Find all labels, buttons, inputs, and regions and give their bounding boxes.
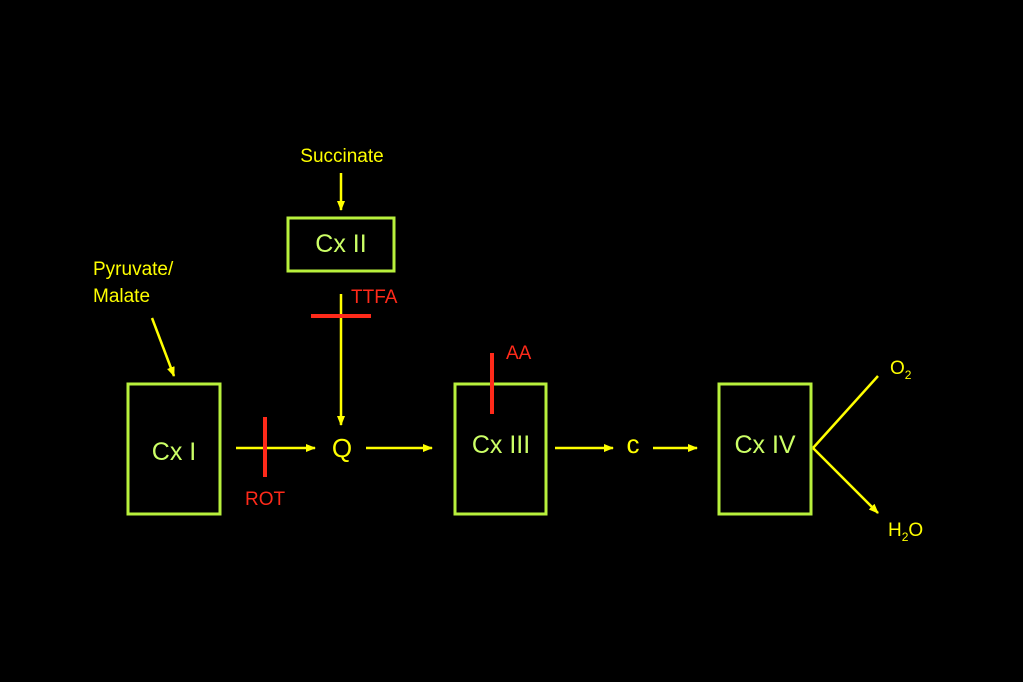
pyruvate-label-line2: Malate — [93, 286, 150, 307]
complex-2-label: Cx II — [315, 230, 366, 258]
o2-label: O2 — [890, 358, 912, 382]
complex-3-box — [453, 382, 548, 516]
h2o-subscript: 2 — [902, 530, 909, 544]
pyruvate-label-line1: Pyruvate/ — [93, 259, 174, 280]
cx4-to-h2o-arrow — [812, 447, 879, 514]
h2o-o: O — [908, 520, 923, 541]
h2o-label: H2O — [888, 520, 923, 544]
cytochrome-c-label: c — [627, 429, 640, 459]
complex-3-label: Cx III — [472, 431, 530, 459]
complex-2-box — [286, 216, 396, 273]
complex-4-label: Cx IV — [734, 431, 795, 459]
rot-label: ROT — [245, 489, 286, 510]
complex-4-box — [717, 382, 813, 516]
complex-1-label: Cx I — [152, 438, 196, 466]
pyruvate-arrow — [150, 317, 176, 377]
cx4-to-o2-line — [812, 375, 879, 449]
ttfa-label: TTFA — [351, 287, 398, 308]
h2o-h: H — [888, 520, 902, 541]
succinate-label: Succinate — [300, 146, 383, 167]
aa-label: AA — [506, 343, 532, 364]
o2-subscript: 2 — [905, 368, 912, 382]
complex-1-box — [126, 382, 222, 516]
q-label: Q — [332, 433, 352, 463]
o2-main: O — [890, 358, 905, 379]
